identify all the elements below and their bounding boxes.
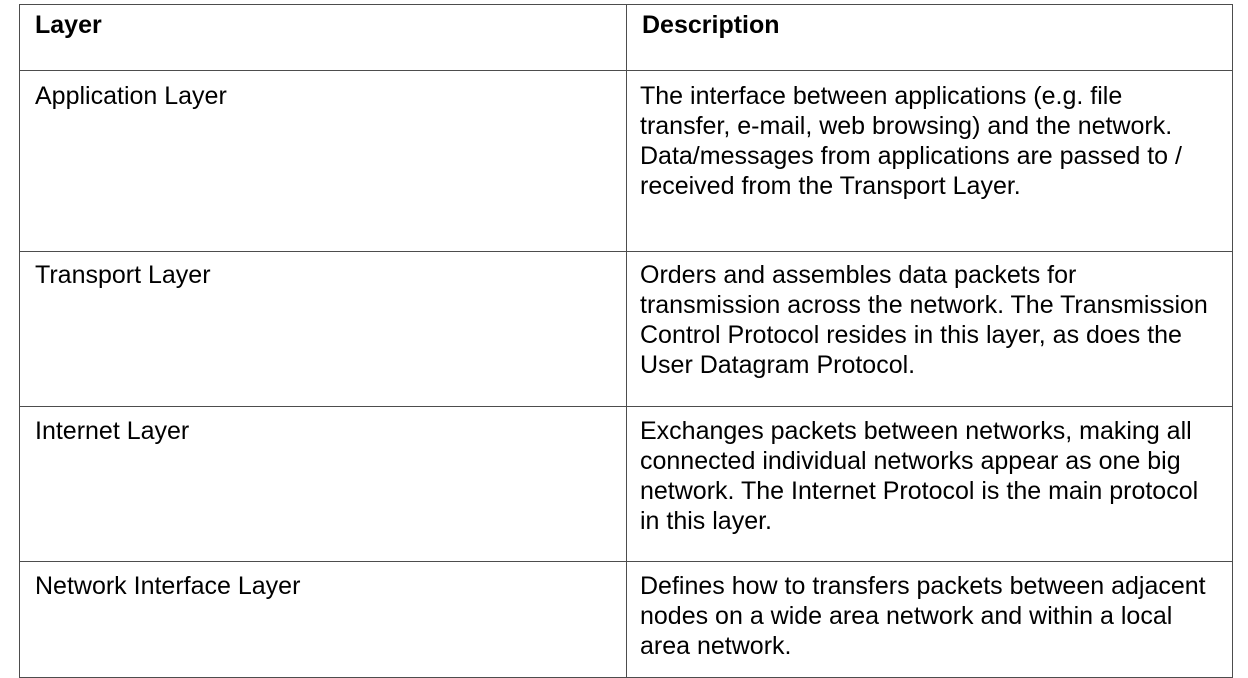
table-row: Transport Layer Orders and assembles dat… — [19, 251, 1233, 407]
layer-name-cell: Application Layer — [19, 70, 627, 252]
layer-name-cell: Network Interface Layer — [19, 561, 627, 678]
table-row: Network Interface Layer Defines how to t… — [19, 561, 1233, 678]
layer-description-cell: Defines how to transfers packets between… — [626, 561, 1233, 678]
table-row: Internet Layer Exchanges packets between… — [19, 406, 1233, 562]
table-header-row: Layer Description — [19, 4, 1233, 71]
table-row: Application Layer The interface between … — [19, 70, 1233, 252]
layer-description-cell: Exchanges packets between networks, maki… — [626, 406, 1233, 562]
header-layer: Layer — [19, 4, 627, 71]
layer-description-cell: The interface between applications (e.g.… — [626, 70, 1233, 252]
header-description: Description — [626, 4, 1233, 71]
layer-description-cell: Orders and assembles data packets for tr… — [626, 251, 1233, 407]
layer-name-cell: Internet Layer — [19, 406, 627, 562]
tcp-ip-layers-table: Layer Description Application Layer The … — [19, 4, 1233, 678]
layer-name-cell: Transport Layer — [19, 251, 627, 407]
